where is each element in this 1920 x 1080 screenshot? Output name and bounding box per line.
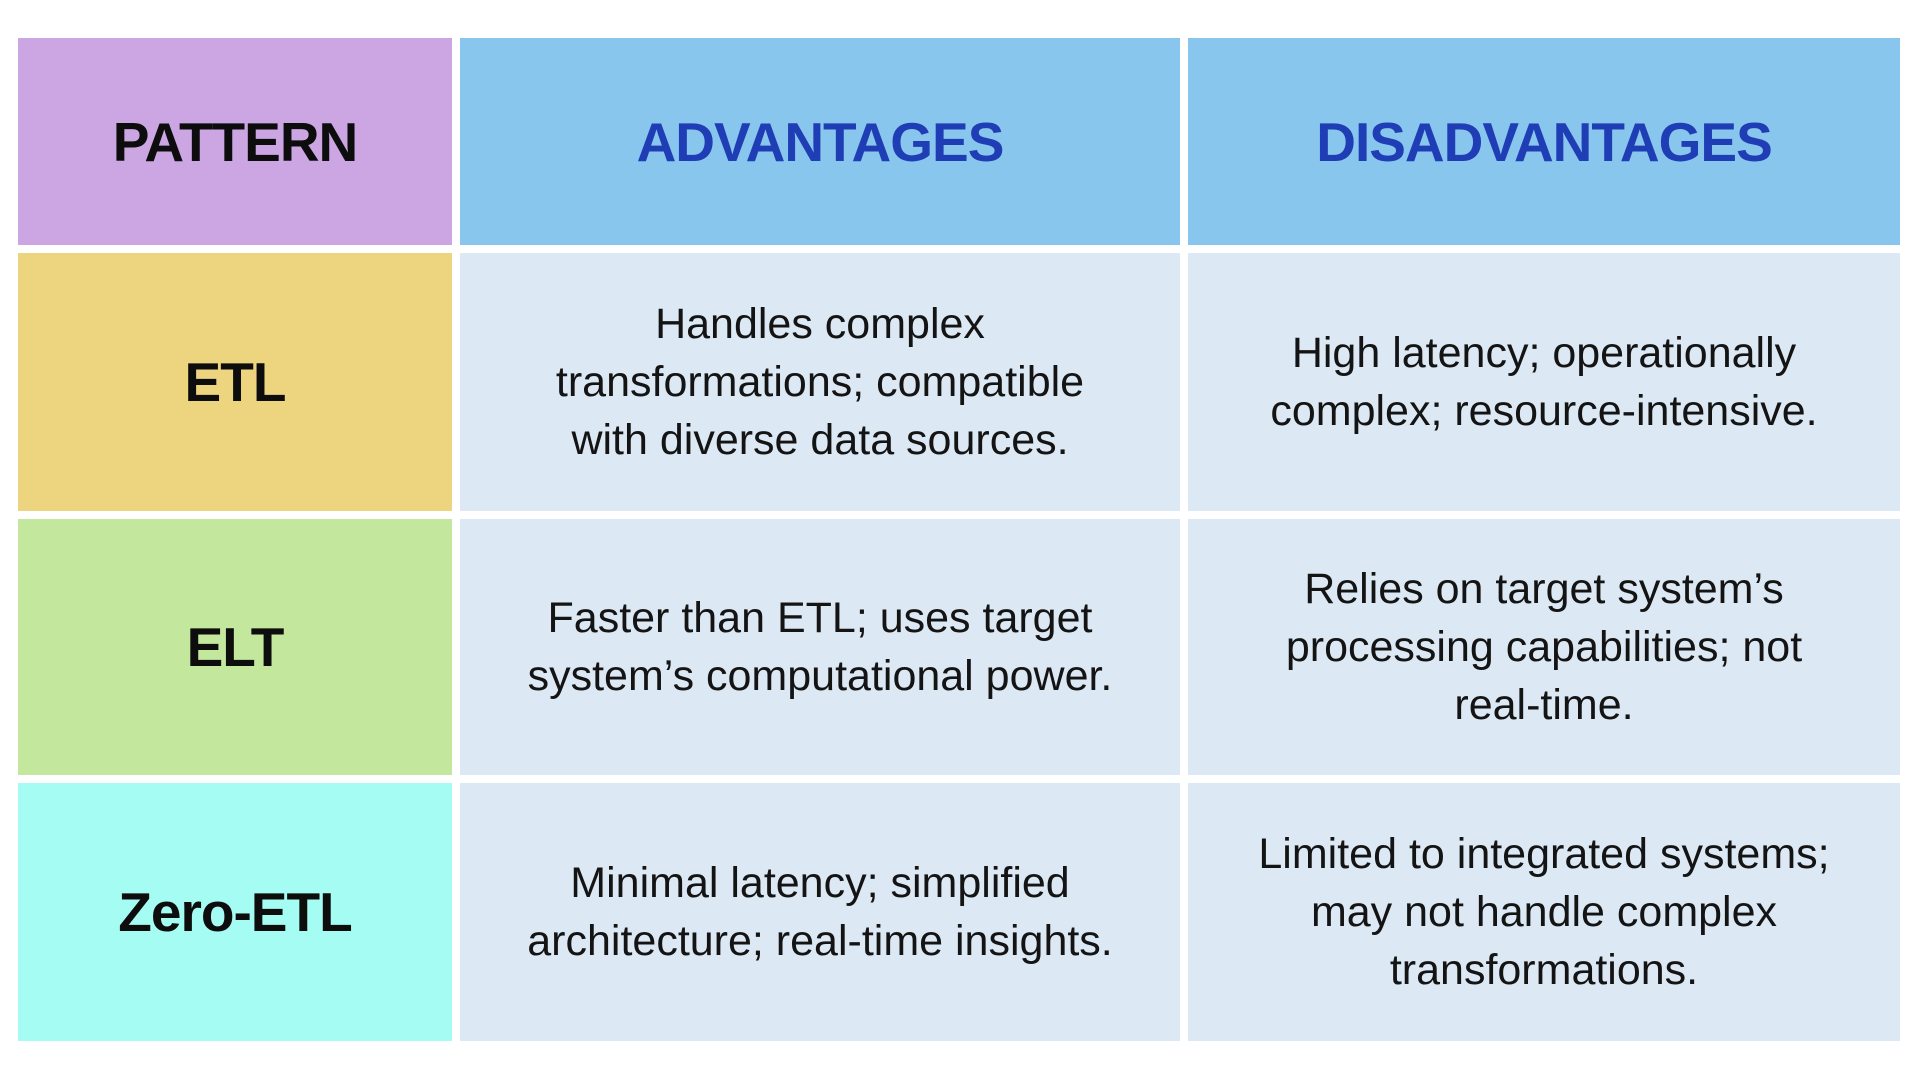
row-label-elt: ELT (18, 519, 452, 775)
comparison-table: PATTERN ADVANTAGES DISADVANTAGES ETL Han… (18, 38, 1900, 1041)
header-cell-pattern: PATTERN (18, 38, 452, 245)
cell-etl-disadvantages: High latency; operationally complex; res… (1188, 253, 1900, 511)
row-label-zero-etl: Zero-ETL (18, 783, 452, 1041)
cell-etl-advantages: Handles complex transformations; compati… (460, 253, 1180, 511)
header-cell-advantages: ADVANTAGES (460, 38, 1180, 245)
cell-zero-etl-advantages: Minimal latency; simplified architecture… (460, 783, 1180, 1041)
header-cell-disadvantages: DISADVANTAGES (1188, 38, 1900, 245)
row-label-etl: ETL (18, 253, 452, 511)
cell-zero-etl-disadvantages: Limited to integrated systems; may not h… (1188, 783, 1900, 1041)
cell-elt-advantages: Faster than ETL; uses target system’s co… (460, 519, 1180, 775)
cell-elt-disadvantages: Relies on target system’s processing cap… (1188, 519, 1900, 775)
